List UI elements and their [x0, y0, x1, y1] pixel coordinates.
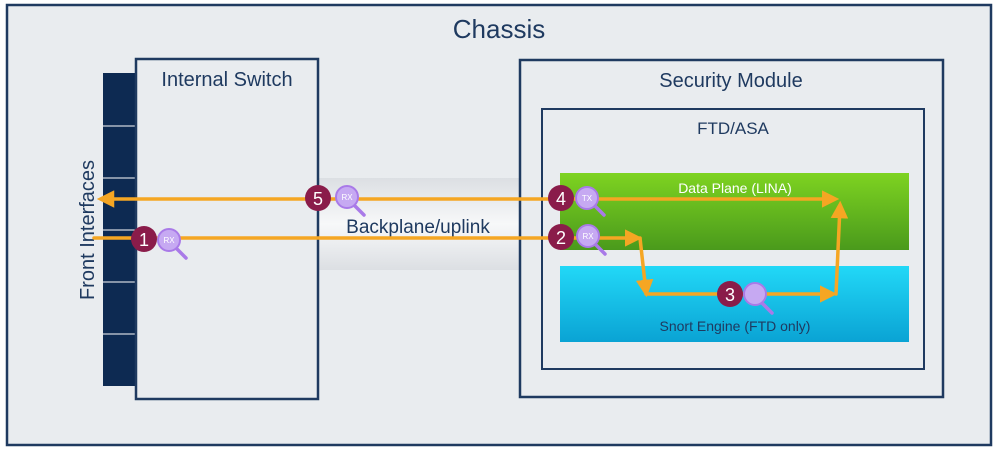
- return-up-arrow: [830, 200, 849, 296]
- internal-switch-box: [134, 57, 320, 401]
- front-interfaces-strip: [103, 73, 139, 386]
- capture-number-5: 5: [313, 189, 323, 209]
- capture-point-1: RX 1: [131, 226, 188, 260]
- snort-engine-label: Snort Engine (FTD only): [660, 318, 811, 334]
- capture-point-5: RX 5: [305, 185, 366, 217]
- internal-switch-title: Internal Switch: [161, 69, 292, 91]
- ftd-asa-title: FTD/ASA: [697, 119, 769, 138]
- backplane-label: Backplane/uplink: [346, 217, 490, 238]
- capture-number-4: 4: [556, 189, 566, 209]
- to-snort-arrow: [635, 236, 654, 298]
- capture-tag-1: RX: [163, 236, 175, 245]
- chassis-title: Chassis: [453, 14, 545, 44]
- capture-point-4: TX 4: [548, 185, 606, 217]
- front-interfaces-label: Front Interfaces: [77, 160, 99, 300]
- capture-number-2: 2: [556, 228, 566, 248]
- security-module-title: Security Module: [659, 70, 802, 92]
- data-plane-label: Data Plane (LINA): [678, 180, 792, 196]
- capture-point-3: 3: [717, 281, 774, 315]
- capture-point-2: RX 2: [548, 224, 607, 256]
- capture-tag-2: RX: [582, 232, 594, 241]
- capture-tag-4: TX: [582, 194, 593, 203]
- capture-number-3: 3: [725, 285, 735, 305]
- capture-tag-5: RX: [341, 193, 353, 202]
- capture-number-1: 1: [139, 230, 149, 250]
